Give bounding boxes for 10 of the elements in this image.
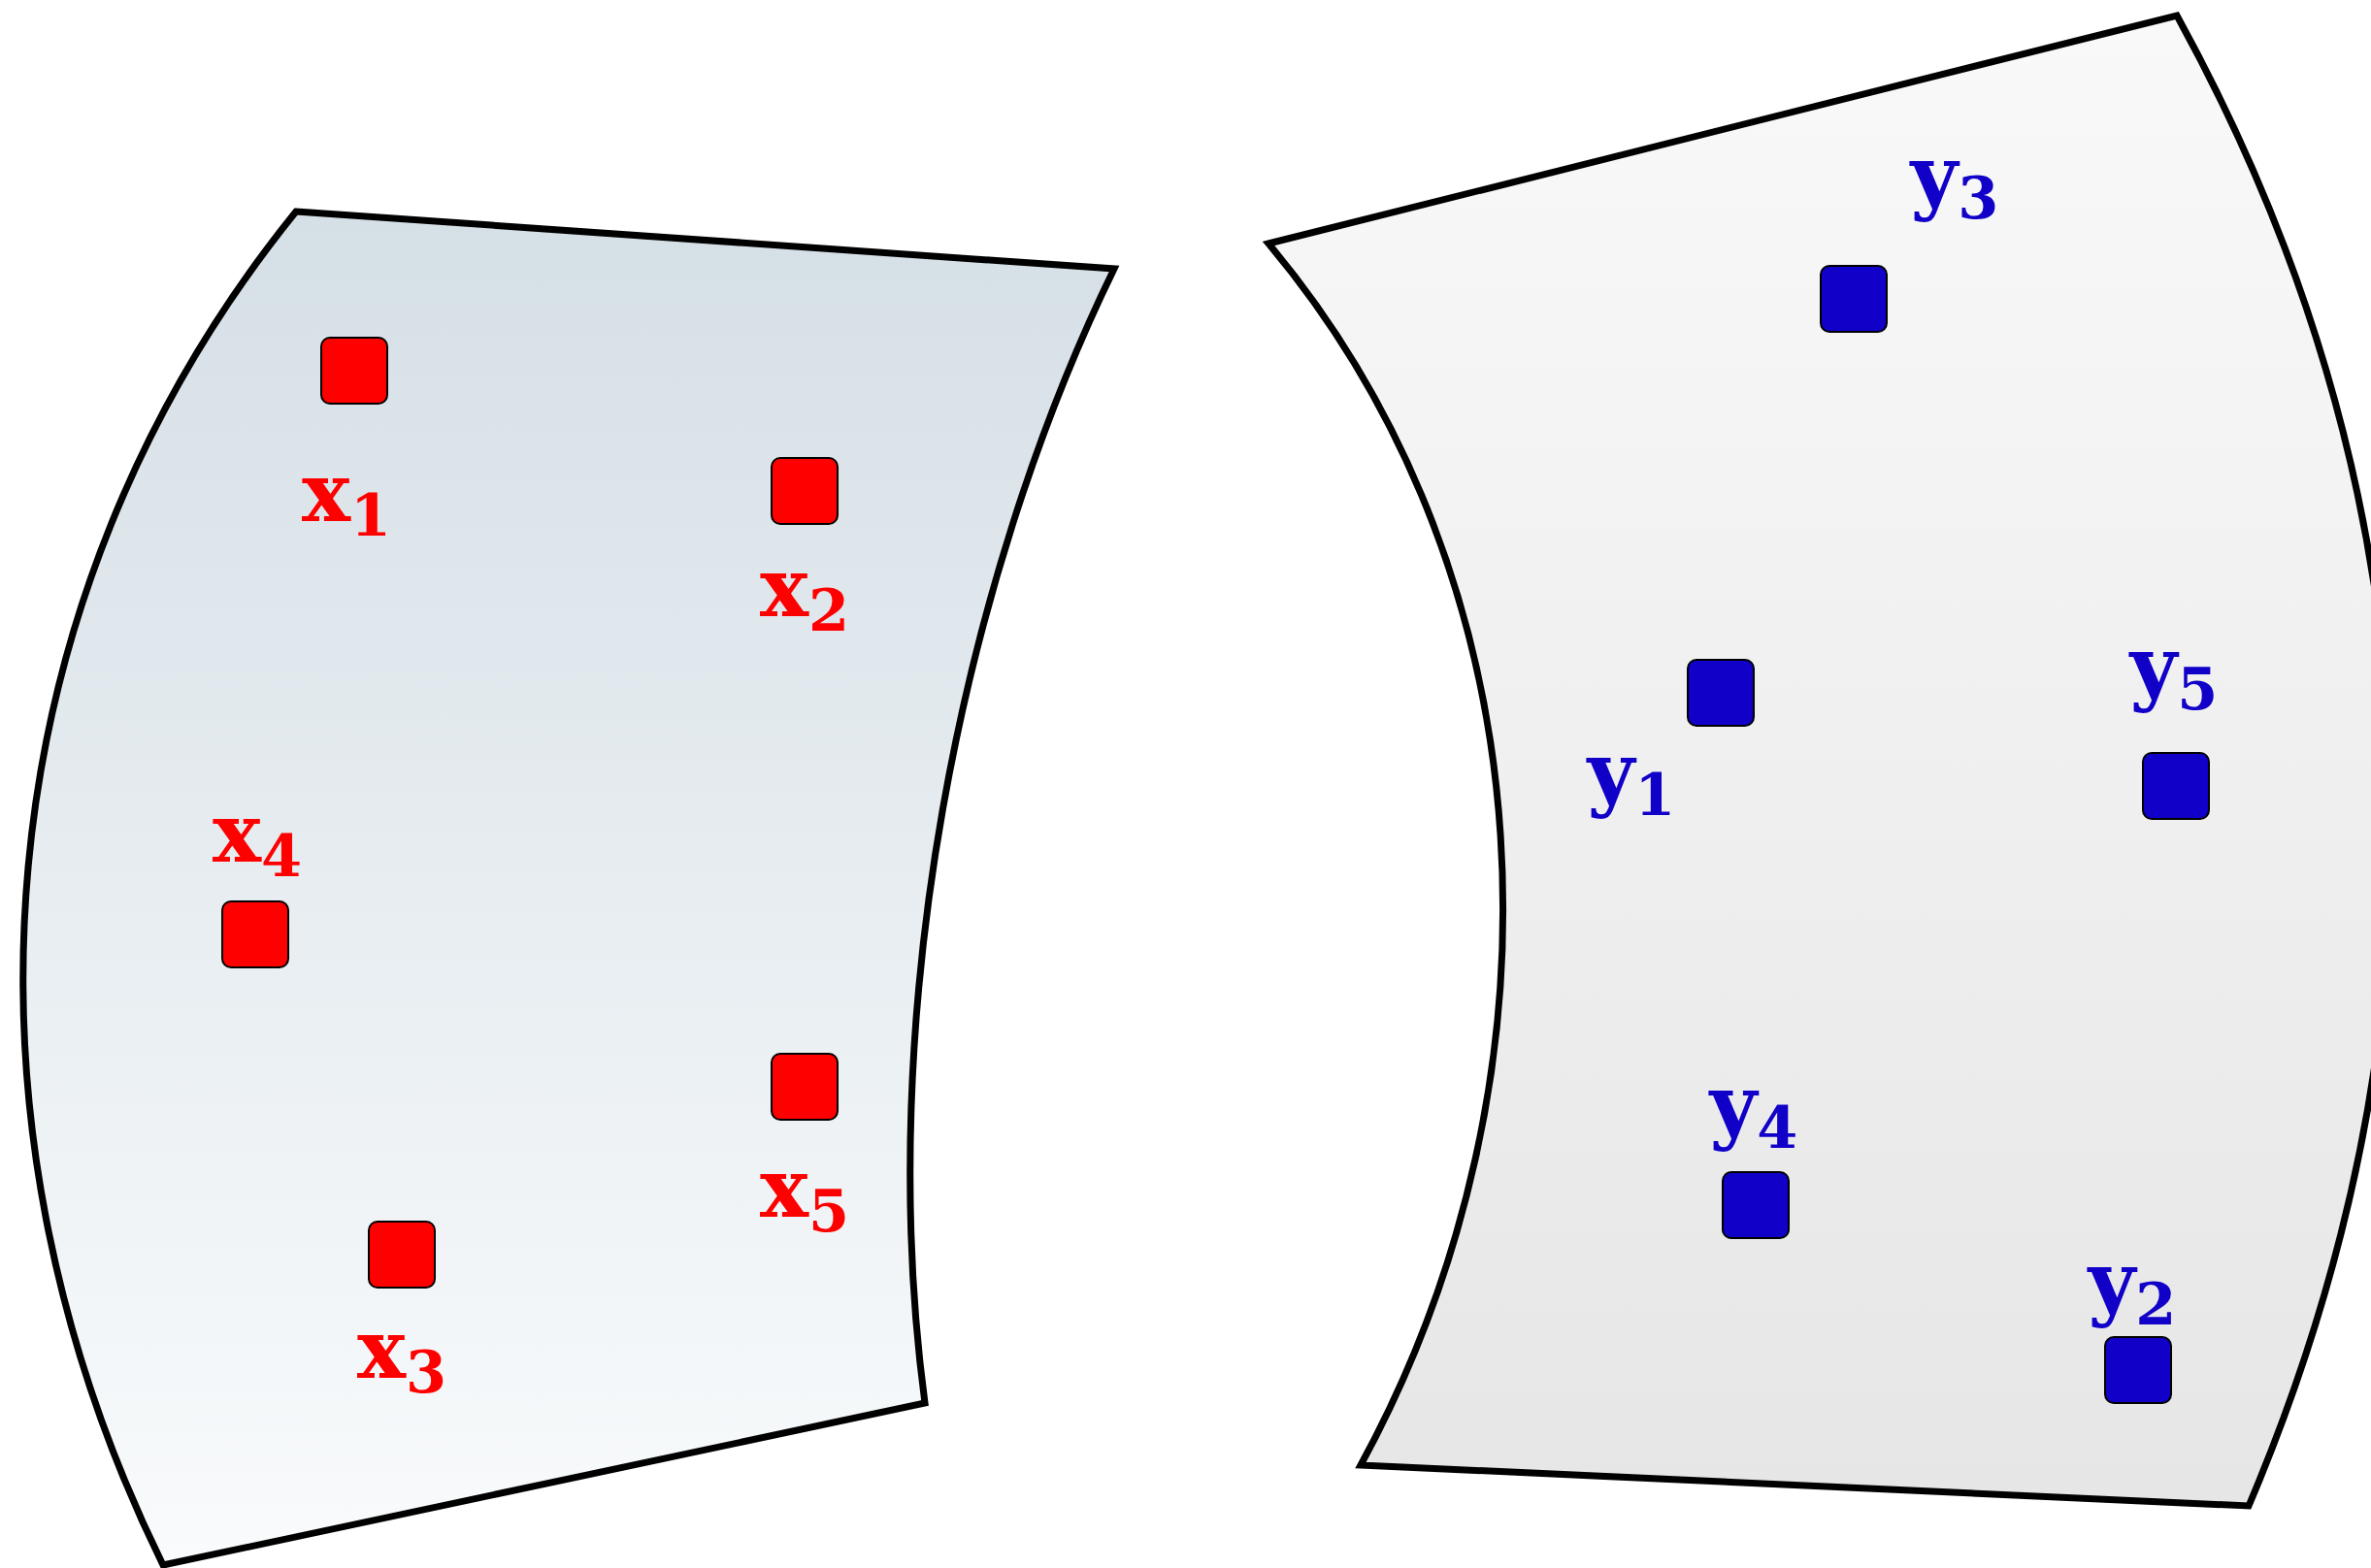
point-label: x$_{2}$: [759, 547, 850, 640]
point-label: y$_{2}$: [2088, 1241, 2177, 1334]
point-label: y$_{3}$: [1910, 135, 1999, 228]
point-label: x$_{3}$: [356, 1309, 447, 1402]
point-label: x$_{5}$: [759, 1148, 850, 1241]
point-label: y$_{4}$: [1709, 1064, 1798, 1158]
point-label: x$_{1}$: [301, 452, 392, 545]
point-label: x$_{4}$: [212, 793, 303, 886]
point-label: y$_{1}$: [1587, 732, 1676, 825]
point-label: y$_{5}$: [2129, 626, 2219, 719]
